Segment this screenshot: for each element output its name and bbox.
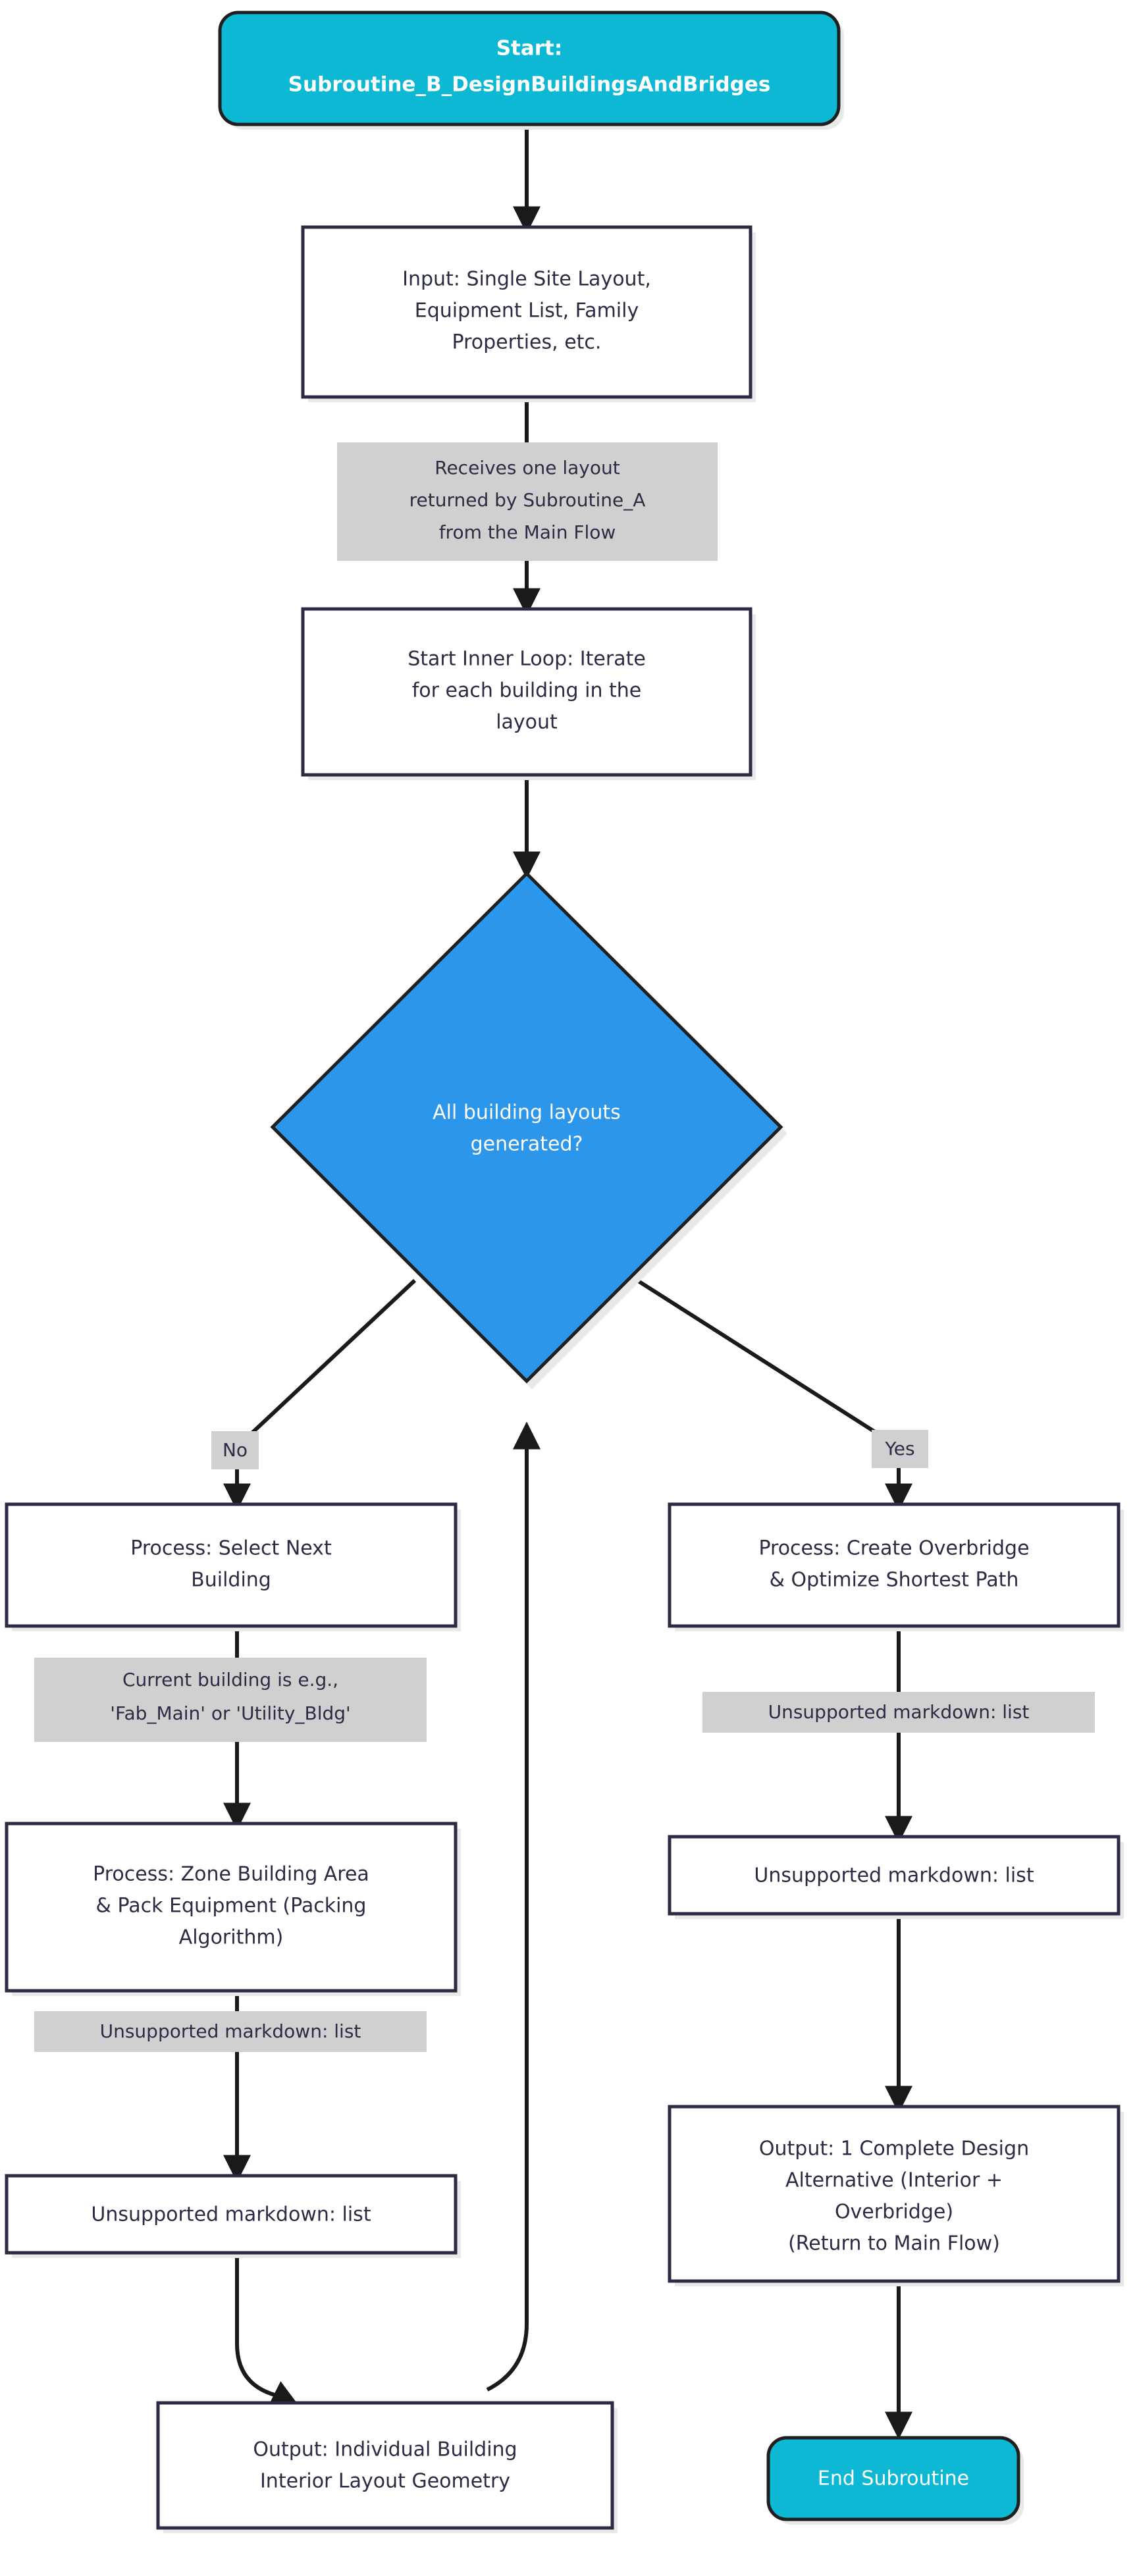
output-complete-label-line4: (Return to Main Flow) xyxy=(788,2232,1000,2255)
edge-left-unsupported-to-output xyxy=(235,2253,300,2406)
output-individual-label-line2: Interior Layout Geometry xyxy=(260,2470,510,2493)
decision-node-label-line1: All building layouts xyxy=(433,1101,621,1124)
zone-pack-label-line2: & Pack Equipment (Packing xyxy=(96,1895,367,1918)
edge-label-right-unsupported-bg xyxy=(702,1692,1095,1733)
input-node-label-line3: Properties, etc. xyxy=(452,331,602,354)
edge-label-receives-layout-line1: Receives one layout xyxy=(435,457,620,479)
left-unsupported-node[interactable] xyxy=(5,2174,458,2255)
select-next-building-node[interactable] xyxy=(5,1502,458,1628)
select-next-building-label-line2: Building xyxy=(191,1569,271,1592)
inner-loop-node-label-line1: Start Inner Loop: Iterate xyxy=(408,648,646,671)
edge-label-right-unsupported: Unsupported markdown: list xyxy=(768,1701,1030,1723)
create-overbridge-node[interactable] xyxy=(668,1502,1121,1628)
start-node-label-line2: Subroutine_B_DesignBuildingsAndBridges xyxy=(288,73,771,97)
edge-label-receives-layout-line3: from the Main Flow xyxy=(439,521,616,543)
edge-label-yes-bg xyxy=(872,1430,928,1468)
edge-decision-yes xyxy=(636,1278,912,1511)
zone-pack-label-line1: Process: Zone Building Area xyxy=(93,1863,369,1886)
edge-label-receives-layout-bg xyxy=(337,442,718,561)
zone-pack-label-line3: Algorithm) xyxy=(179,1926,284,1949)
output-complete-label-line2: Alternative (Interior + xyxy=(785,2169,1003,2192)
edge-label-no-bg xyxy=(211,1431,259,1469)
input-node[interactable] xyxy=(301,225,752,399)
edge-label-current-building-line1: Current building is e.g., xyxy=(122,1669,338,1691)
edge-label-left-unsupported-bg xyxy=(34,2011,427,2052)
edge-output-loopback-to-decision xyxy=(486,1421,541,2392)
output-individual-node[interactable] xyxy=(156,2401,614,2530)
input-node-label-line2: Equipment List, Family xyxy=(415,300,639,323)
left-unsupported-label: Unsupported markdown: list xyxy=(91,2203,371,2226)
edge-label-yes: Yes xyxy=(884,1438,914,1459)
edge-label-current-building-line2: 'Fab_Main' or 'Utility_Bldg' xyxy=(110,1702,350,1724)
create-overbridge-label-line1: Process: Create Overbridge xyxy=(758,1537,1029,1560)
edge-label-no: No xyxy=(223,1439,248,1461)
start-node-label-line1: Start: xyxy=(496,37,563,61)
edge-label-receives-layout-line2: returned by Subroutine_A xyxy=(409,489,646,511)
decision-node[interactable] xyxy=(270,871,783,1384)
select-next-building-label-line1: Process: Select Next xyxy=(130,1537,332,1560)
output-individual-label-line1: Output: Individual Building xyxy=(253,2438,517,2461)
inner-loop-node-label-line2: for each building in the xyxy=(412,679,642,702)
edge-label-left-unsupported: Unsupported markdown: list xyxy=(100,2020,361,2042)
right-unsupported-node[interactable] xyxy=(668,1835,1121,1916)
inner-loop-node[interactable] xyxy=(301,607,752,777)
end-node-label: End Subroutine xyxy=(818,2467,969,2490)
input-node-label-line1: Input: Single Site Layout, xyxy=(402,268,651,291)
edge-label-current-building-bg xyxy=(34,1658,427,1742)
zone-pack-node[interactable] xyxy=(5,1822,458,1993)
start-node[interactable] xyxy=(218,11,841,126)
decision-node-label-line2: generated? xyxy=(471,1133,583,1156)
right-unsupported-label: Unsupported markdown: list xyxy=(754,1864,1034,1887)
edge-decision-no xyxy=(223,1278,417,1511)
output-complete-node[interactable] xyxy=(668,2105,1121,2283)
inner-loop-node-label-line3: layout xyxy=(496,711,558,734)
output-complete-label-line3: Overbridge) xyxy=(835,2201,953,2224)
create-overbridge-label-line2: & Optimize Shortest Path xyxy=(770,1569,1019,1592)
output-complete-label-line1: Output: 1 Complete Design xyxy=(759,2138,1029,2161)
end-node[interactable] xyxy=(766,2436,1020,2521)
